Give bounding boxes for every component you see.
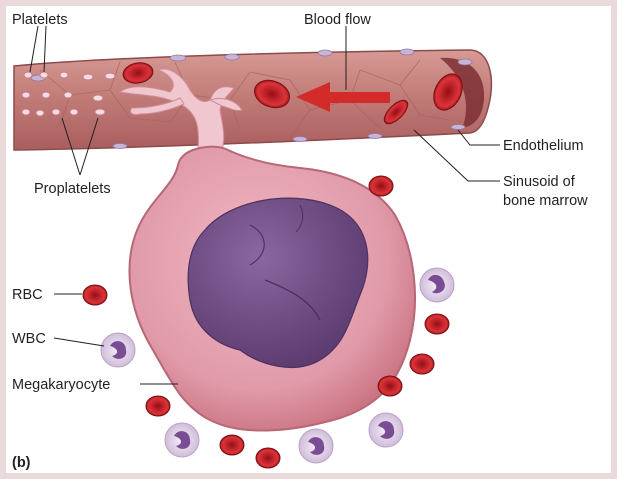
- platelet: [69, 108, 79, 116]
- platelet: [21, 108, 31, 116]
- white-blood-cell: [100, 332, 136, 368]
- label-wbc: WBC: [12, 331, 46, 347]
- label-rbc: RBC: [12, 287, 43, 303]
- red-blood-cell: [424, 313, 450, 335]
- red-blood-cell: [145, 395, 171, 417]
- label-sinusoid-line2: bone marrow: [503, 193, 588, 209]
- platelet: [82, 73, 94, 81]
- megakaryocyte-nucleus: [187, 197, 369, 368]
- label-platelets: Platelets: [12, 12, 68, 28]
- blood-flow-arrow: [296, 82, 390, 112]
- labels: Platelets Blood flow Proplatelets Endoth…: [12, 12, 588, 471]
- leader-lines: [29, 25, 500, 385]
- platelet: [41, 91, 51, 99]
- red-blood-cell: [122, 62, 154, 84]
- label-proplatelets: Proplatelets: [34, 181, 111, 197]
- label-endothelium: Endothelium: [503, 138, 584, 154]
- label-blood-flow: Blood flow: [304, 12, 371, 28]
- red-blood-cell: [254, 79, 290, 109]
- rbc-outside: [82, 175, 450, 469]
- white-blood-cell: [298, 428, 334, 464]
- label-sinusoid-line1: Sinusoid of: [503, 174, 576, 190]
- proplatelet-extension: [118, 68, 243, 151]
- platelet: [21, 91, 31, 99]
- panel-label: (b): [12, 455, 31, 471]
- megakaryocyte: [128, 145, 416, 432]
- red-blood-cell: [383, 99, 409, 125]
- platelet: [92, 94, 104, 102]
- red-blood-cell: [377, 375, 403, 397]
- white-blood-cell: [368, 412, 404, 448]
- platelets-group: [21, 71, 116, 117]
- white-blood-cell: [164, 422, 200, 458]
- platelet: [23, 71, 33, 79]
- platelet: [51, 108, 61, 116]
- red-blood-cell: [82, 284, 108, 306]
- platelet: [35, 109, 45, 117]
- red-blood-cell: [219, 434, 245, 456]
- wbc-group: [100, 267, 455, 464]
- rbc-in-vessel: [122, 62, 463, 125]
- platelet: [63, 91, 73, 99]
- label-megakaryocyte: Megakaryocyte: [12, 377, 110, 393]
- red-blood-cell: [409, 353, 435, 375]
- red-blood-cell: [255, 447, 281, 469]
- red-blood-cell: [368, 175, 394, 197]
- red-blood-cell: [433, 73, 463, 111]
- white-blood-cell: [419, 267, 455, 303]
- platelet: [39, 71, 49, 79]
- platelet: [104, 72, 116, 80]
- platelet: [59, 71, 69, 79]
- platelet: [94, 108, 106, 116]
